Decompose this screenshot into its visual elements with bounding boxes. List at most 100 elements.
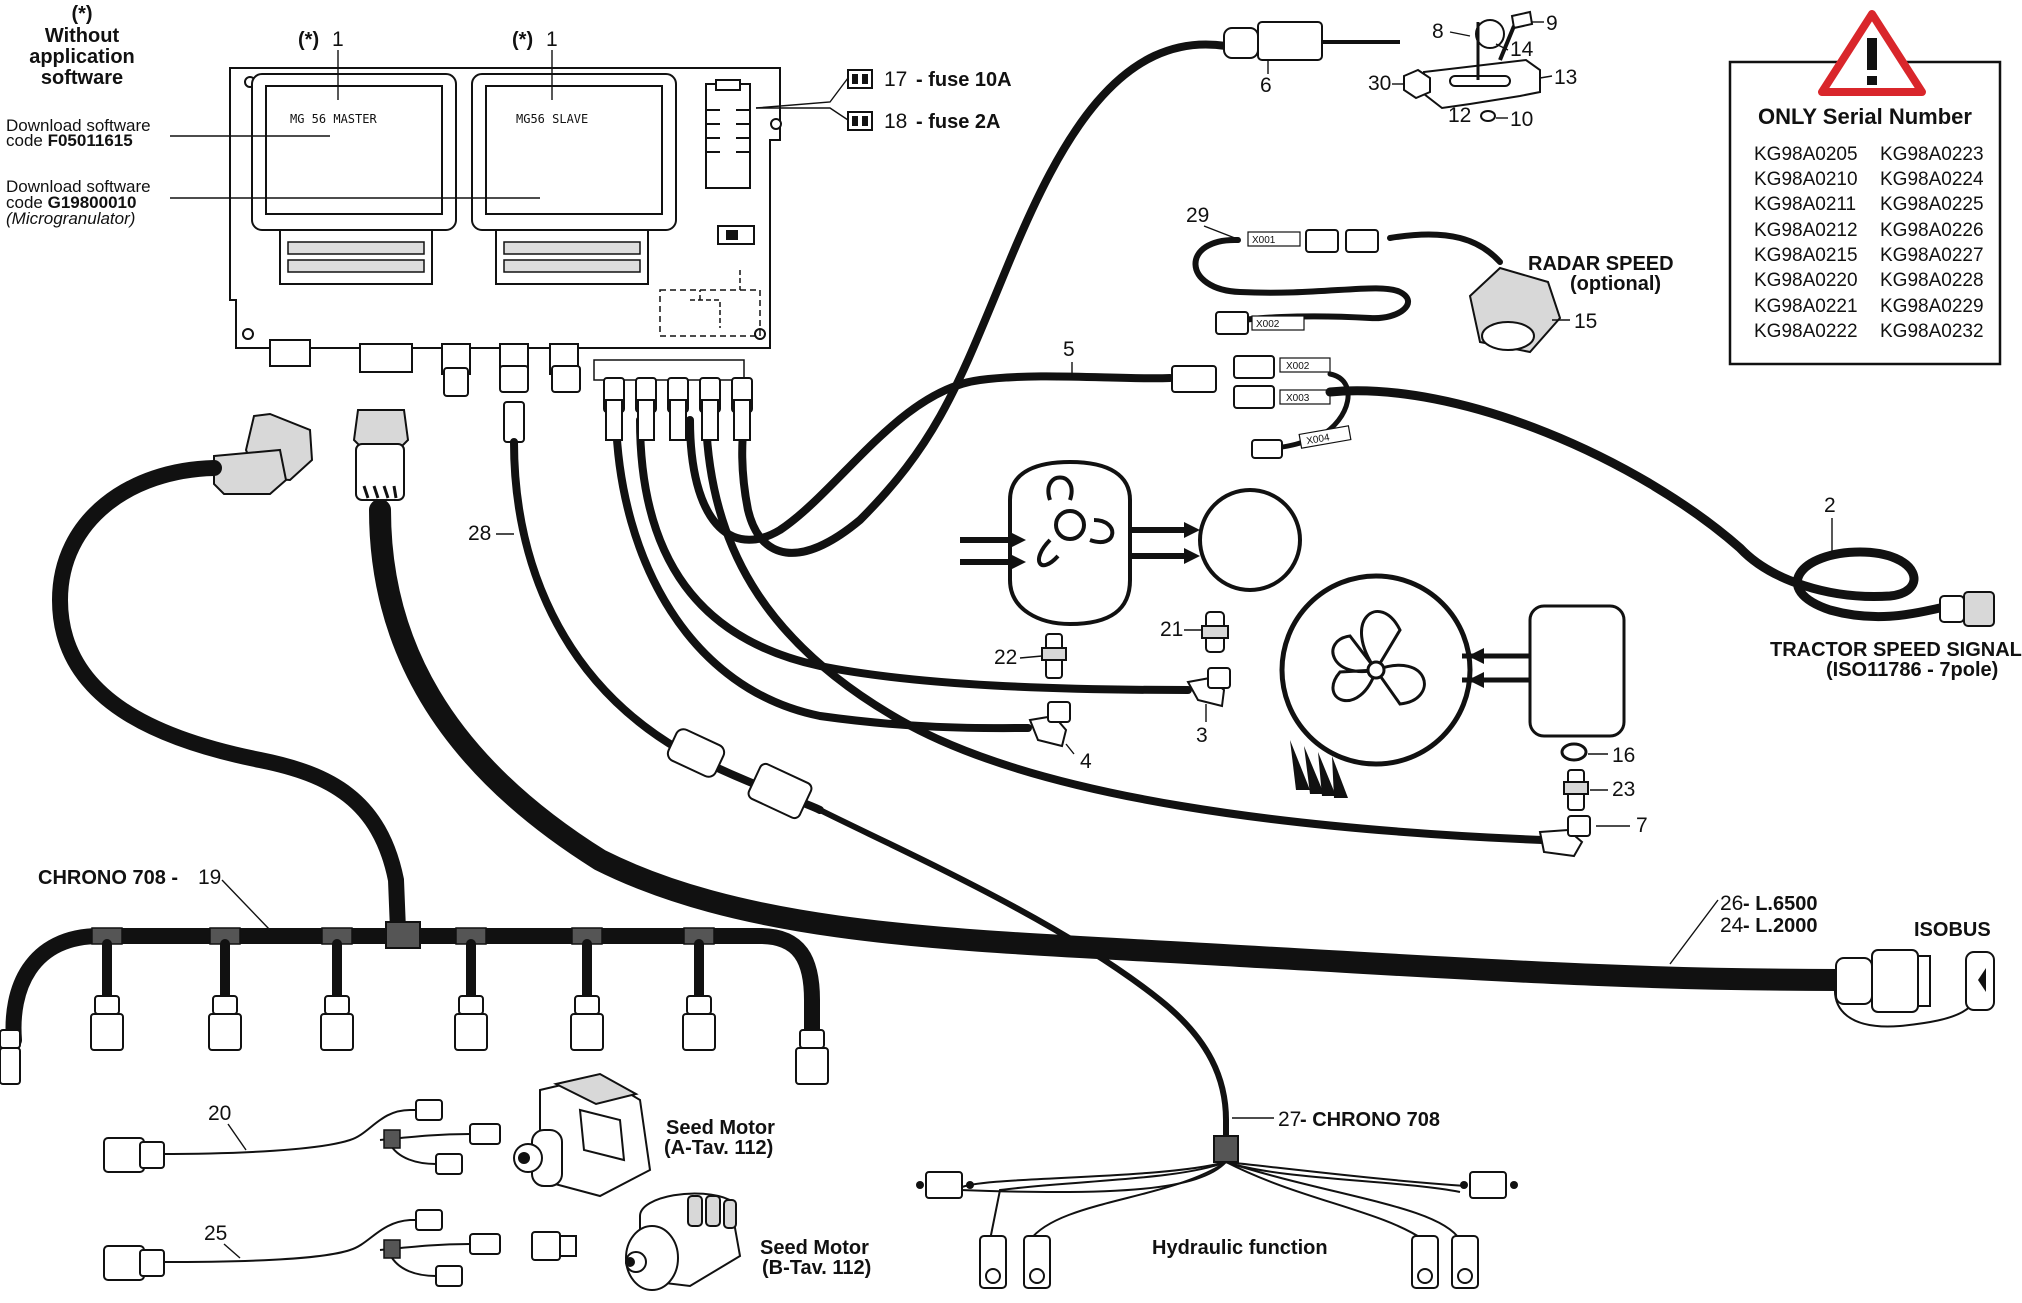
tractor-speed-cable-2: 2 TRACTOR SPEED SIGNAL (ISO11786 - 7pole… [1325,386,2022,681]
ref-16: 16 [1612,744,1635,767]
chrono27-name: - CHRONO 708 [1300,1109,1440,1131]
sensor-6: 6 [738,21,1400,557]
serial-item: KG98A0210 [1754,169,1858,190]
serial-list-col1: KG98A0205 KG98A0210 KG98A0211 KG98A0212 … [1754,144,1858,342]
bracket-assembly: 8 9 14 13 30 12 10 [1368,10,1577,131]
fuse-10a-label: - fuse 10A [916,69,1012,91]
tractor-speed-line2: (ISO11786 - 7pole) [1826,659,1998,681]
chrono19-ref: 19 [198,866,221,889]
valve-plug-right [1460,1171,1518,1199]
ref-12: 12 [1448,104,1471,127]
ecu-slave-module: MG56 SLAVE [471,73,677,285]
radar-harness-29: X001 X002 29 [1186,204,1503,335]
fuse-10a: 17 - fuse 10A [755,68,1012,109]
fitting-22: 22 [994,633,1067,679]
fuse-10a-ref: 17 [884,68,907,91]
tag-x002b: X002 [1286,361,1310,372]
valve-plug-left [916,1171,974,1199]
module-ref-slave: (*) 1 [512,28,558,100]
serial-list-col2: KG98A0223 KG98A0224 KG98A0225 KG98A0226 … [1880,144,1984,342]
download1-prefix: code [6,131,48,150]
download-software-1: Download software code F05011615 [6,116,330,150]
radar-sensor-15: RADAR SPEED (optional) 15 [1468,253,1674,354]
seed-motor-cable-25: 25 [103,1209,501,1287]
ref-5: 5 [1063,338,1075,361]
pump-icon [960,459,1302,627]
seed-motor-b: Seed Motor (B-Tav. 112) [531,1192,871,1291]
ref-9: 9 [1546,12,1558,35]
ref-29: 29 [1186,204,1209,227]
fuse-2a-ref: 18 [884,110,907,133]
radar-line1: RADAR SPEED [1528,253,1674,275]
sensor-cable-3: 3 [636,416,1231,747]
serial-item: KG98A0229 [1880,296,1984,317]
harness-19-drop [102,939,704,1005]
fitting-21: 21 [1160,611,1229,653]
serial-item: KG98A0212 [1754,220,1858,241]
ref-13: 13 [1554,66,1577,89]
fitting-23: 23 [1563,769,1635,811]
ref-6: 6 [1260,74,1272,97]
washer-16: 16 [1560,742,1635,767]
note-line-2: Without [45,25,120,47]
ref-25: 25 [204,1222,227,1245]
download1-line1: Download software [6,116,151,135]
module-ref-master: (*) 1 [298,28,344,100]
ref-22: 22 [994,646,1017,669]
serial-item: KG98A0215 [1754,245,1858,266]
serial-item: KG98A0222 [1754,321,1858,342]
sensor-cable-7: 7 [702,416,1648,858]
main-cable-left [51,412,406,938]
slave-module-name: MG56 SLAVE [516,112,588,126]
star-marker-1: (*) [298,29,319,51]
ref-8: 8 [1432,20,1444,43]
ref-21: 21 [1160,618,1183,641]
ref-20: 20 [208,1102,231,1125]
serial-item: KG98A0228 [1880,270,1984,291]
note-line-4: software [41,67,123,89]
serial-item: KG98A0224 [1880,169,1984,190]
chrono27-ref: 27 [1278,1108,1301,1131]
ref-15: 15 [1574,310,1597,333]
serial-item: KG98A0226 [1880,220,1984,241]
serial-item: KG98A0225 [1880,194,1984,215]
download-software-2: Download software code G19800010 (Microg… [6,177,540,228]
seed-motor-a-line1: Seed Motor [666,1117,775,1139]
note-line-3: application [29,46,135,68]
tag-x004: X004 [1306,432,1331,447]
fuse-2a: 18 - fuse 2A [756,107,1000,133]
length26-value: - L.6500 [1743,893,1817,915]
length24-value: - L.2000 [1743,915,1817,937]
module-ref-1b: 1 [546,28,558,51]
warning-triangle-icon [1818,10,1926,96]
hydraulic-connectors [979,1235,1479,1289]
length24-ref: 24 [1720,914,1744,937]
harness-19-plugs [0,995,829,1085]
box-connectors [443,365,753,443]
star-marker-2: (*) [512,29,533,51]
ref-10: 10 [1510,108,1533,131]
radar-line2: (optional) [1570,273,1661,295]
serial-item: KG98A0232 [1880,321,1984,342]
seed-motor-a: Seed Motor (A-Tav. 112) [513,1072,775,1198]
ref-7: 7 [1636,814,1648,837]
relay-block [705,79,755,245]
isobus-cable: ISOBUS 26 - L.6500 24 - L.2000 [352,409,1995,1028]
serial-item: KG98A0211 [1754,194,1856,215]
ref-3: 3 [1196,724,1208,747]
notice-title: ONLY Serial Number [1758,104,1972,129]
serial-item: KG98A0205 [1754,144,1858,165]
ref-14: 14 [1510,38,1534,61]
download2-line1: Download software [6,177,151,196]
download2-code: G19800010 [48,193,137,212]
svg-text:code F05011615: code F05011615 [6,131,133,150]
download1-code: F05011615 [48,131,133,150]
isobus-label: ISOBUS [1914,919,1991,941]
serial-item: KG98A0220 [1754,270,1858,291]
hydraulic-harness-27: 27 - CHRONO 708 Hydraulic function [916,1108,1518,1289]
ref-28: 28 [468,522,491,545]
ref-4: 4 [1080,750,1092,773]
master-module-name: MG 56 MASTER [290,112,377,126]
